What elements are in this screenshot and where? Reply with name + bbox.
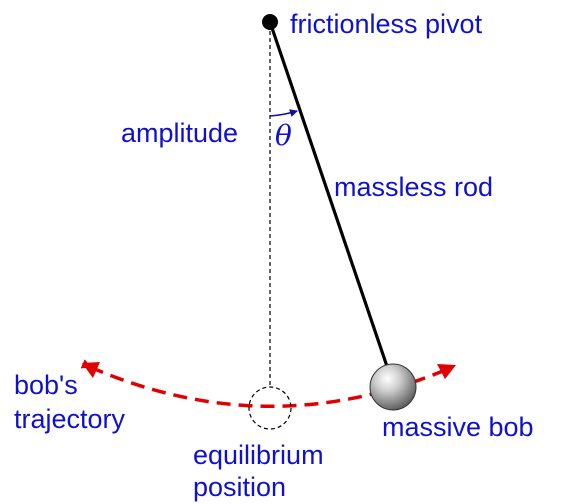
pivot-label: frictionless pivot [290, 9, 483, 39]
massless-rod [268, 21, 395, 385]
amplitude-label: amplitude [121, 118, 238, 148]
equilibrium-label-line2: position [193, 472, 286, 502]
theta-label: θ [275, 119, 292, 152]
equilibrium-label-line1: equilibrium [193, 440, 324, 470]
bob-label: massive bob [382, 412, 534, 442]
pivot-point [262, 14, 278, 30]
equilibrium-circle [248, 386, 292, 430]
amplitude-angle-arc [269, 109, 298, 117]
trajectory-arrow-right [437, 364, 456, 379]
rod-label: massless rod [334, 172, 493, 202]
massive-bob [369, 363, 417, 411]
trajectory-label-line1: bob's [14, 370, 78, 400]
trajectory-label-line2: trajectory [14, 404, 126, 434]
trajectory-arrow-left [82, 362, 100, 378]
